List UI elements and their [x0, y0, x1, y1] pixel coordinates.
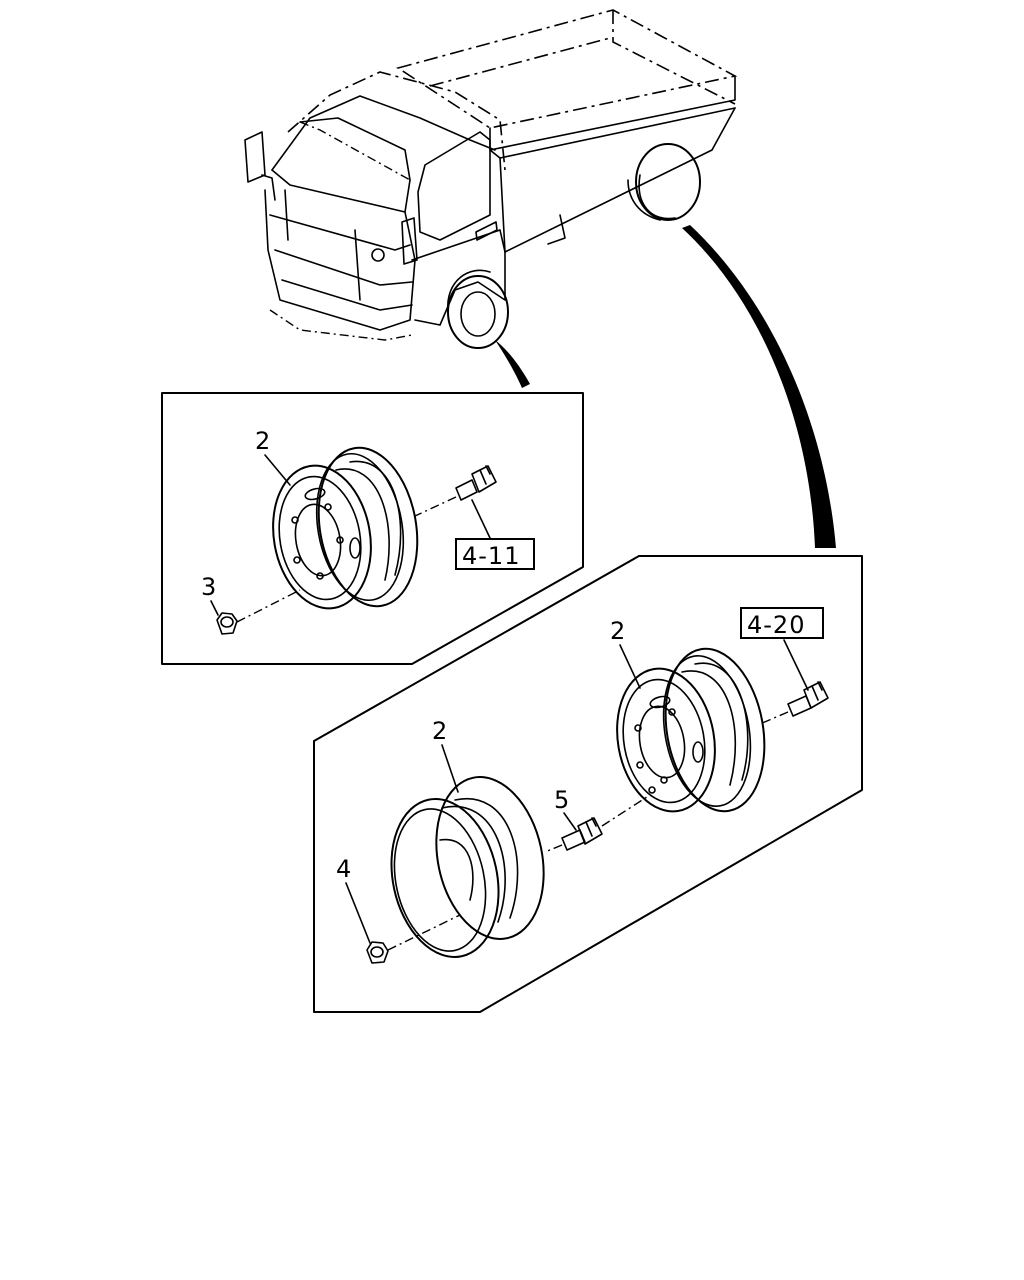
front-nut	[216, 612, 238, 635]
leader-lower-inner-wheel	[441, 744, 459, 793]
front-disc-wheel	[272, 446, 419, 610]
rear-nut	[366, 941, 389, 964]
ref-box-upper	[455, 538, 535, 570]
callout-upper-wheel: 2	[255, 427, 270, 455]
leader-lower-ref	[783, 639, 809, 691]
callout-lower-nut: 4	[336, 855, 351, 883]
front-wheel-panel: 2 3 4-11	[161, 392, 584, 665]
rear-outer-stud-axis	[759, 711, 789, 725]
rear-inner-stud	[561, 817, 603, 851]
truck-illustration	[244, 9, 738, 349]
callout-lower-stud: 5	[554, 786, 569, 814]
rear-outer-disc-wheel	[616, 647, 766, 813]
leader-upper-ref	[471, 499, 491, 539]
ref-box-lower	[740, 607, 824, 639]
leader-lower-nut	[345, 882, 371, 944]
leader-upper-wheel	[264, 454, 291, 486]
truck-rear-wheel	[627, 143, 701, 221]
callout-upper-nut: 3	[201, 573, 216, 601]
ref-label-upper: 4-11	[462, 542, 520, 570]
truck-front-wheel	[447, 269, 509, 349]
front-nut-axis	[236, 589, 301, 623]
rear-inner-stud-axis-left	[544, 844, 563, 853]
callout-lower-outer-wheel: 2	[610, 617, 625, 645]
truck-cab	[244, 71, 506, 341]
rear-wheel-pointer	[682, 225, 836, 548]
front-stud-axis	[414, 496, 457, 517]
rear-inner-stud-axis	[601, 794, 651, 827]
front-stud-bolt	[455, 465, 497, 501]
leader-upper-nut	[210, 600, 219, 616]
rear-wheel-panel: 4-20 2 2 5 4	[313, 555, 863, 1013]
leader-lower-stud	[563, 812, 577, 831]
callout-lower-inner-wheel: 2	[432, 717, 447, 745]
leader-lower-outer-wheel	[619, 644, 641, 689]
truck-cargo-bed	[396, 9, 738, 253]
rear-outer-stud-bolt	[787, 681, 829, 717]
front-wheel-pointer	[495, 340, 530, 388]
rear-nut-axis	[387, 914, 461, 951]
rear-inner-rim-wheel	[390, 776, 545, 958]
ref-label-lower: 4-20	[747, 611, 805, 639]
